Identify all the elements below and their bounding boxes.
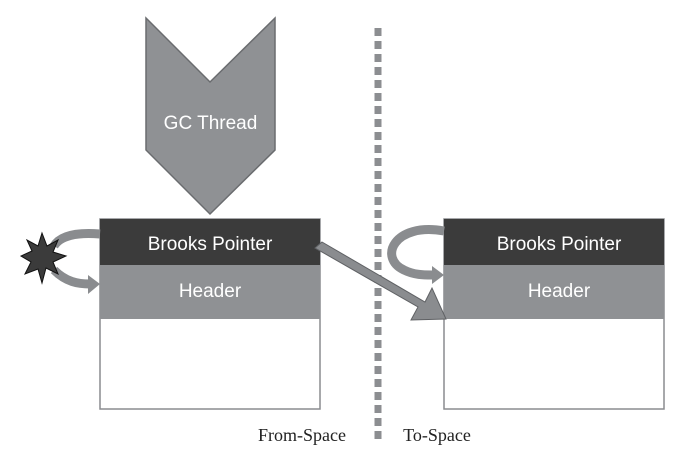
- gc-thread-label: GC Thread: [164, 113, 258, 134]
- starburst-icon: [19, 231, 68, 285]
- from-header-label: Header: [179, 281, 242, 302]
- to-header-cell: [444, 265, 664, 319]
- to-self-pointer-arrow: [387, 225, 445, 284]
- to-brooks-pointer-label: Brooks Pointer: [497, 234, 622, 255]
- gc-thread-chevron: GC Thread: [145, 16, 276, 216]
- to-brooks-pointer-cell: [444, 219, 664, 265]
- forwarding-arrow: [314, 241, 447, 321]
- from-self-pointer-arrow: [50, 229, 101, 294]
- to-space-object: Brooks Pointer Header: [443, 218, 665, 410]
- from-space-label: From-Space: [258, 425, 346, 445]
- from-space-object: Brooks Pointer Header: [99, 218, 321, 410]
- from-brooks-pointer-label: Brooks Pointer: [148, 234, 273, 255]
- from-header-cell: [100, 265, 320, 319]
- from-brooks-pointer-cell: [100, 219, 320, 265]
- to-header-label: Header: [528, 281, 591, 302]
- to-space-label: To-Space: [403, 425, 471, 445]
